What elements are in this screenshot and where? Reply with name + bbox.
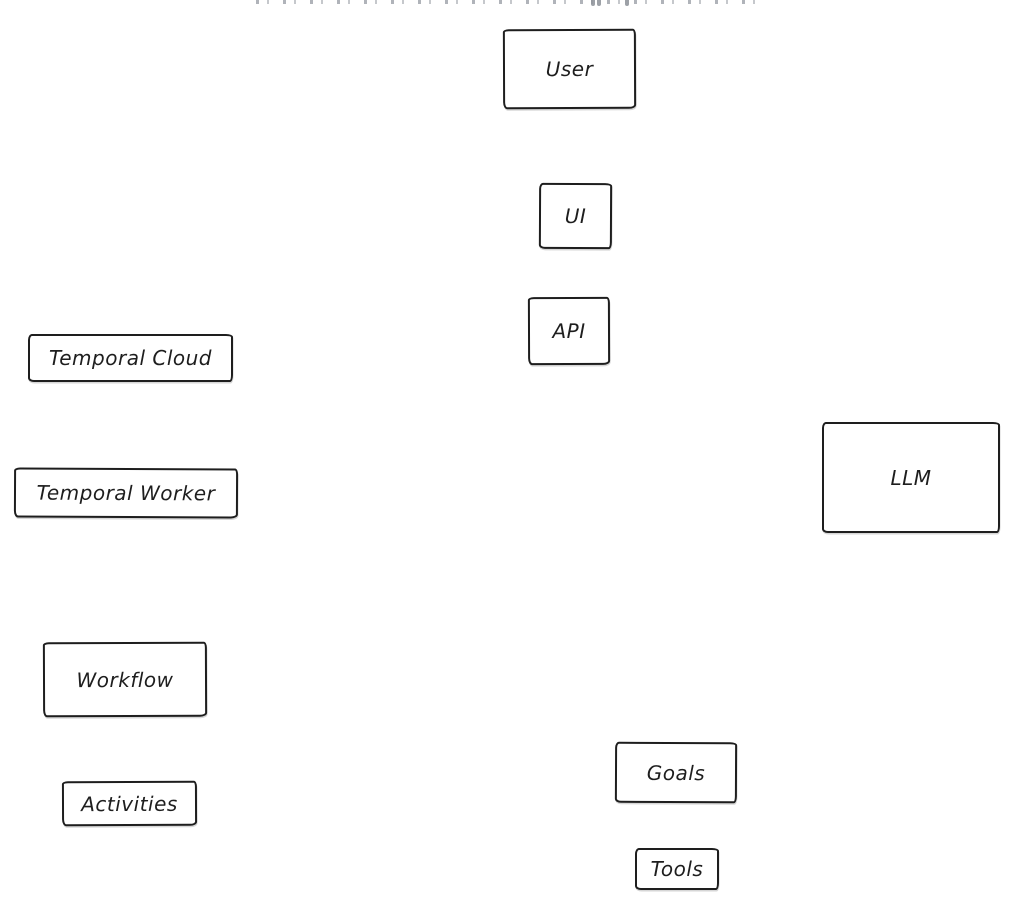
- node-label-ui: UI: [564, 203, 587, 229]
- clipped-descender-g: [625, 0, 629, 6]
- node-label-api: API: [552, 318, 586, 344]
- node-temporal-worker: Temporal Worker: [13, 467, 239, 519]
- clipped-caption-fragments: [253, 0, 757, 6]
- node-llm: LLM: [822, 422, 1000, 533]
- node-tools: Tools: [635, 848, 719, 890]
- node-label-temporal-worker: Temporal Worker: [36, 480, 216, 506]
- node-api: API: [527, 296, 611, 366]
- node-workflow: Workflow: [42, 641, 208, 718]
- node-ui: UI: [538, 182, 613, 250]
- node-goals: Goals: [614, 741, 738, 804]
- node-label-workflow: Workflow: [76, 667, 174, 692]
- node-label-goals: Goals: [646, 760, 706, 785]
- node-temporal-cloud: Temporal Cloud: [28, 334, 233, 382]
- node-label-llm: LLM: [890, 465, 932, 490]
- node-user: User: [502, 28, 637, 110]
- clipped-descender-gg: [591, 0, 595, 6]
- node-activities: Activities: [61, 780, 198, 827]
- clipped-descender-gg2: [597, 0, 601, 6]
- node-label-user: User: [545, 56, 594, 82]
- node-label-temporal-cloud: Temporal Cloud: [49, 346, 212, 370]
- node-label-tools: Tools: [650, 857, 704, 881]
- node-label-activities: Activities: [81, 791, 178, 816]
